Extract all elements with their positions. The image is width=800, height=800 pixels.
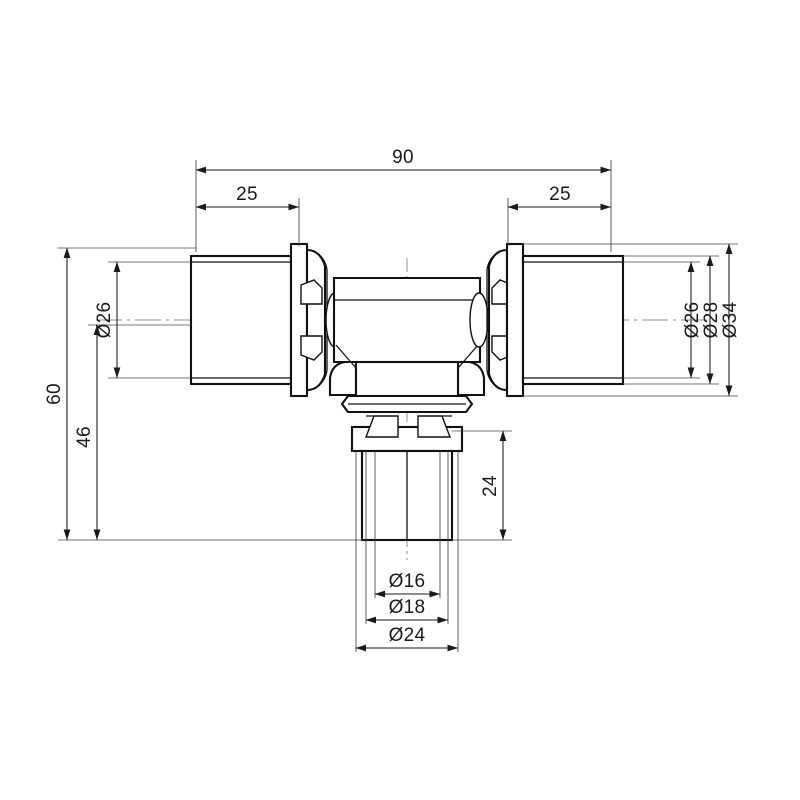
dimension-overall-length: 90 [195, 147, 612, 252]
dimension-left-bore: Ø26 [94, 261, 191, 379]
left-press-cap [305, 248, 327, 392]
dim-label-24: 24 [480, 475, 501, 497]
left-collar-ring [289, 242, 309, 398]
dimension-right-bore: Ø26 [623, 261, 703, 379]
dimension-right-sleeve-od: Ø28 [623, 255, 722, 385]
left-slot-lower [300, 335, 323, 361]
dimension-right-press-depth: 25 [507, 184, 611, 246]
right-bore-chamfer [457, 344, 479, 369]
right-pipe-sleeve [521, 254, 625, 386]
dimension-branch-od: Ø24 [355, 451, 459, 652]
dim-label-d28: Ø28 [701, 302, 722, 339]
branch-slot-left [364, 415, 399, 438]
left-bore-chamfer [335, 344, 357, 369]
branch-slot-right [417, 415, 452, 438]
dimension-left-press-depth: 25 [195, 184, 300, 246]
dim-label-90: 90 [392, 147, 414, 168]
tee-main-body [332, 276, 482, 364]
dimension-branch-depth: 24 [452, 430, 512, 541]
dim-label-60: 60 [44, 383, 65, 405]
left-pipe-sleeve [189, 254, 293, 386]
dim-label-d18: Ø18 [389, 597, 426, 618]
right-collar-ring [505, 242, 525, 398]
dim-label-25-left: 25 [236, 184, 258, 205]
dim-label-25-right: 25 [549, 184, 571, 205]
left-slot-upper [300, 279, 323, 305]
dimension-branch-mid: Ø18 [365, 451, 449, 624]
dimension-overall-height: 60 [44, 247, 362, 541]
right-oring-seal [469, 292, 489, 348]
dim-label-d26-right: Ø26 [682, 302, 703, 339]
dimension-collar-od: Ø34 [523, 243, 741, 397]
dim-label-d34: Ø34 [720, 301, 741, 338]
dim-label-d16: Ø16 [389, 571, 426, 592]
dim-label-d24: Ø24 [389, 625, 426, 646]
dim-label-46: 46 [74, 426, 95, 448]
dim-label-d26-left: Ø26 [94, 302, 115, 339]
tee-right-shoulder [456, 360, 486, 397]
dimension-branch-height-46: 46 [74, 324, 191, 540]
dimension-branch-bore: Ø16 [374, 451, 441, 598]
branch-neck [354, 360, 460, 398]
tee-left-shoulder [328, 360, 358, 397]
right-press-cap [487, 248, 509, 392]
right-press-cap-contour [486, 251, 500, 389]
fitting-body-group [189, 242, 625, 542]
